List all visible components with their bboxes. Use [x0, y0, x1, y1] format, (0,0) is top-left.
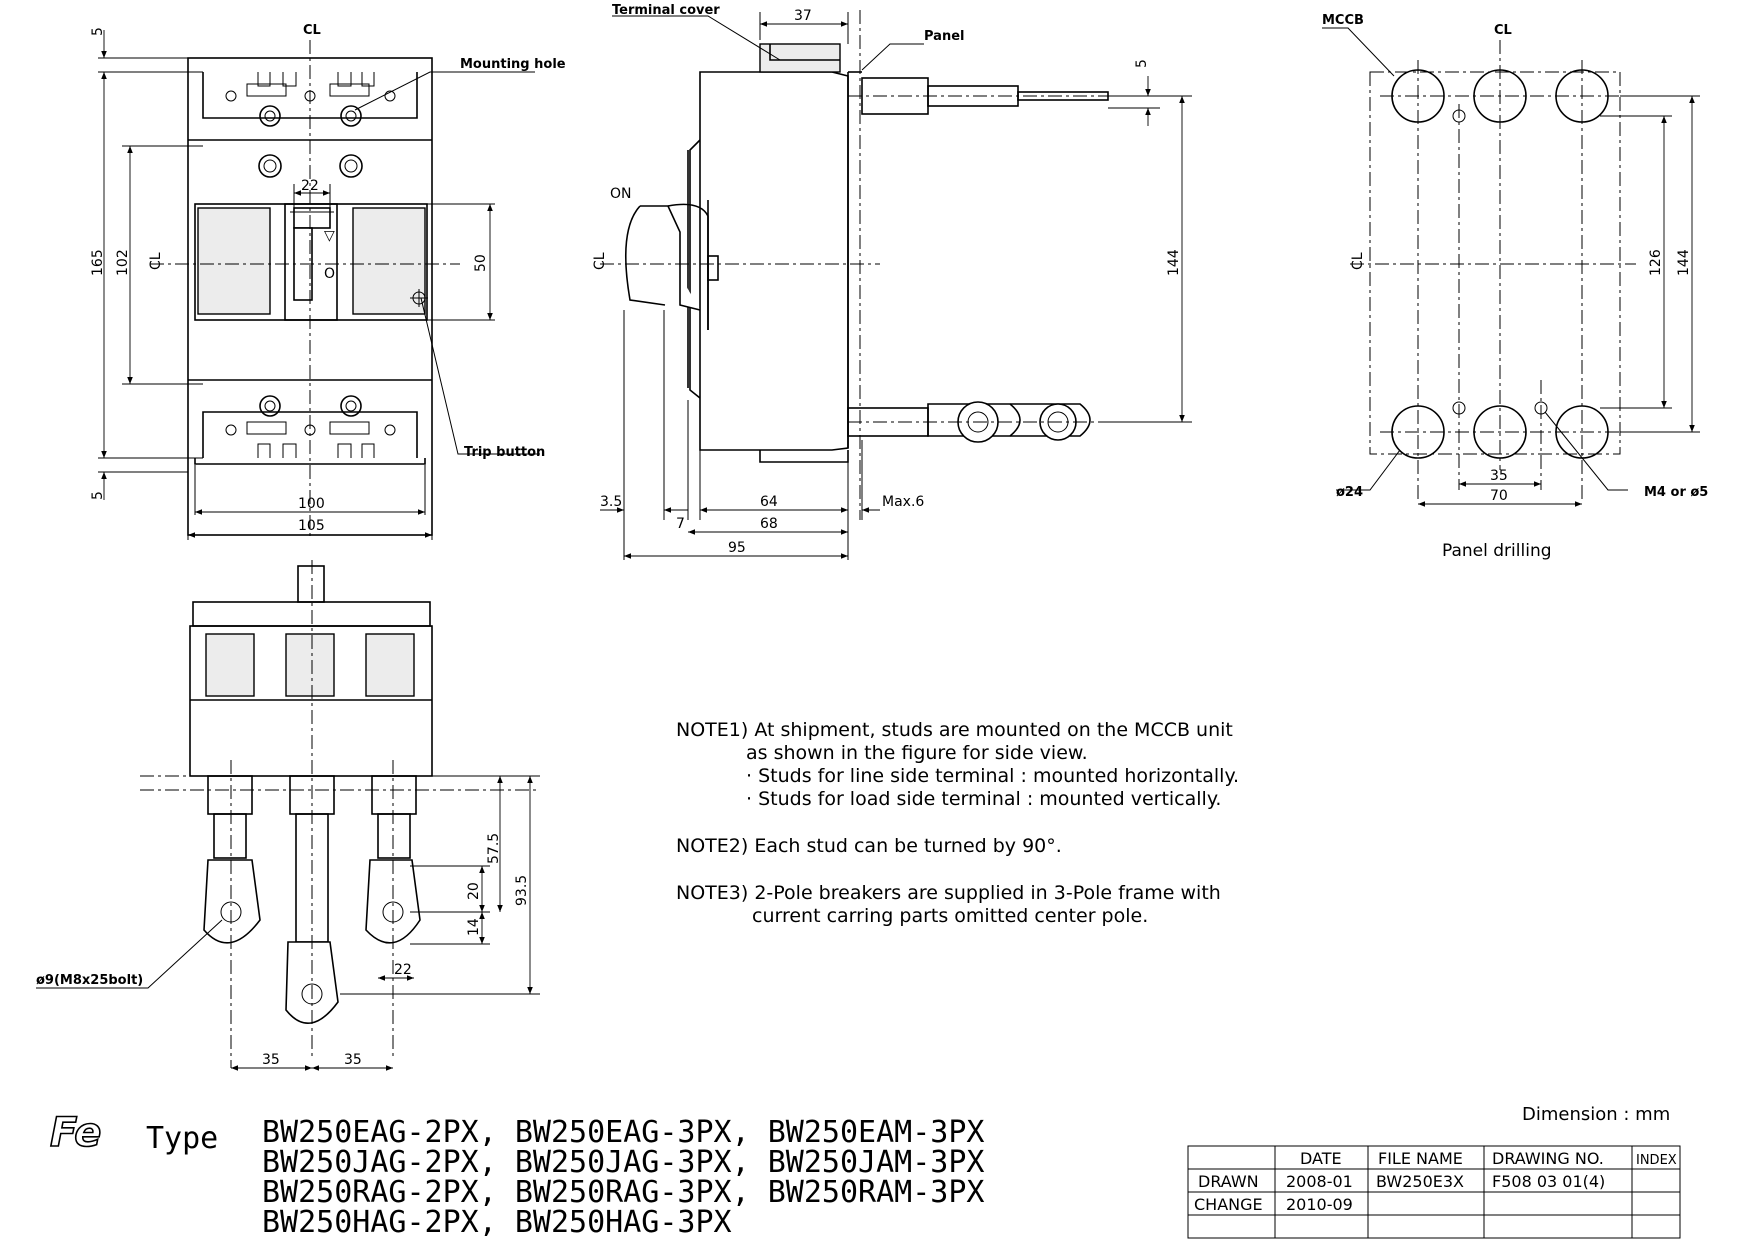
side-dim-95: 95 — [728, 540, 746, 556]
front-dim-165: 165 — [90, 249, 106, 276]
note-line: · Studs for load side terminal : mounted… — [746, 788, 1221, 810]
side-dim-5: 5 — [1134, 59, 1150, 68]
type-line: BW250EAG-2PX, BW250EAG-3PX, BW250EAM-3PX — [262, 1115, 984, 1150]
front-dim-22: 22 — [301, 178, 319, 194]
front-dim-100: 100 — [298, 496, 325, 512]
bottom-dim-20: 20 — [466, 882, 482, 900]
panel-drilling-view — [1322, 27, 1700, 507]
title-header-file-name: FILE NAME — [1378, 1149, 1463, 1168]
drawn-date: 2008-01 — [1286, 1172, 1353, 1191]
cl-mark-front: CL — [303, 23, 321, 38]
change-date: 2010-09 — [1286, 1195, 1353, 1214]
type-label: Type — [146, 1121, 218, 1156]
bottom-dim-35a: 35 — [262, 1052, 280, 1068]
cl-mark-side: CL — [592, 252, 608, 270]
title-header-drawing-no: DRAWING NO. — [1492, 1149, 1604, 1168]
panel-drilling-caption: Panel drilling — [1442, 541, 1552, 561]
title-header-date: DATE — [1300, 1149, 1342, 1168]
svg-text:▽: ▽ — [324, 228, 335, 244]
fe-logo: Fe — [50, 1110, 101, 1156]
cl-mark-panel: CL — [1494, 23, 1512, 38]
type-line: BW250JAG-2PX, BW250JAG-3PX, BW250JAM-3PX — [262, 1145, 984, 1180]
note-line: NOTE2) Each stud can be turned by 90°. — [676, 835, 1062, 857]
front-dim-5-bottom: 5 — [90, 491, 106, 500]
panel-dim-70: 70 — [1490, 488, 1508, 504]
side-dim-37: 37 — [794, 8, 812, 24]
svg-text:O: O — [324, 266, 335, 282]
side-dim-144: 144 — [1166, 249, 1182, 276]
terminal-cover-label: Terminal cover — [612, 3, 720, 18]
bolt-label: ø9(M8x25bolt) — [36, 973, 143, 988]
drawn-label: DRAWN — [1198, 1172, 1259, 1191]
side-dim-max6: Max.6 — [882, 494, 924, 510]
mccb-label: MCCB — [1322, 13, 1364, 28]
file-name-value: BW250E3X — [1376, 1172, 1464, 1191]
front-view: ▽ O — [98, 30, 540, 540]
panel-dim-35: 35 — [1490, 468, 1508, 484]
m4-label: M4 or ø5 — [1644, 485, 1708, 500]
side-dim-7: 7 — [676, 516, 685, 532]
side-dim-68: 68 — [760, 516, 778, 532]
panel-label: Panel — [924, 29, 964, 44]
side-dim-64: 64 — [760, 494, 778, 510]
note-line: current carring parts omitted center pol… — [752, 905, 1148, 927]
bottom-view — [36, 560, 540, 1071]
dimension-unit: Dimension : mm — [1522, 1104, 1670, 1125]
dia24-label: ø24 — [1336, 485, 1363, 500]
note-line: NOTE1) At shipment, studs are mounted on… — [676, 719, 1233, 741]
side-dim-3-5: 3.5 — [600, 494, 622, 510]
type-line: BW250RAG-2PX, BW250RAG-3PX, BW250RAM-3PX — [262, 1175, 984, 1210]
change-label: CHANGE — [1194, 1195, 1263, 1214]
trip-button-label: Trip button — [464, 445, 545, 460]
panel-dim-126: 126 — [1648, 249, 1664, 276]
title-header-index: INDEX — [1636, 1153, 1677, 1168]
front-dim-50: 50 — [473, 254, 489, 272]
title-block — [1187, 1145, 1681, 1239]
front-dim-102: 102 — [115, 249, 131, 276]
front-dim-5-top: 5 — [90, 27, 106, 36]
bottom-dim-22: 22 — [394, 962, 412, 978]
bottom-dim-14: 14 — [466, 918, 482, 936]
side-view — [600, 10, 1192, 560]
note-line: NOTE3) 2-Pole breakers are supplied in 3… — [676, 882, 1221, 904]
cl-mark-front-left: CL — [148, 252, 164, 270]
panel-dim-144: 144 — [1676, 249, 1692, 276]
note-line: · Studs for line side terminal : mounted… — [746, 765, 1239, 787]
note-line: as shown in the figure for side view. — [746, 742, 1088, 764]
bottom-dim-57-5: 57.5 — [486, 833, 502, 864]
drawing-no-value: F508 03 01(4) — [1492, 1172, 1605, 1191]
bottom-dim-35b: 35 — [344, 1052, 362, 1068]
bottom-dim-93-5: 93.5 — [514, 875, 530, 906]
mounting-hole-label: Mounting hole — [460, 57, 566, 72]
cl-mark-panel-left: CL — [1350, 252, 1366, 270]
front-dim-105: 105 — [298, 518, 325, 534]
on-label: ON — [610, 186, 632, 202]
type-line: BW250HAG-2PX, BW250HAG-3PX — [262, 1205, 732, 1240]
